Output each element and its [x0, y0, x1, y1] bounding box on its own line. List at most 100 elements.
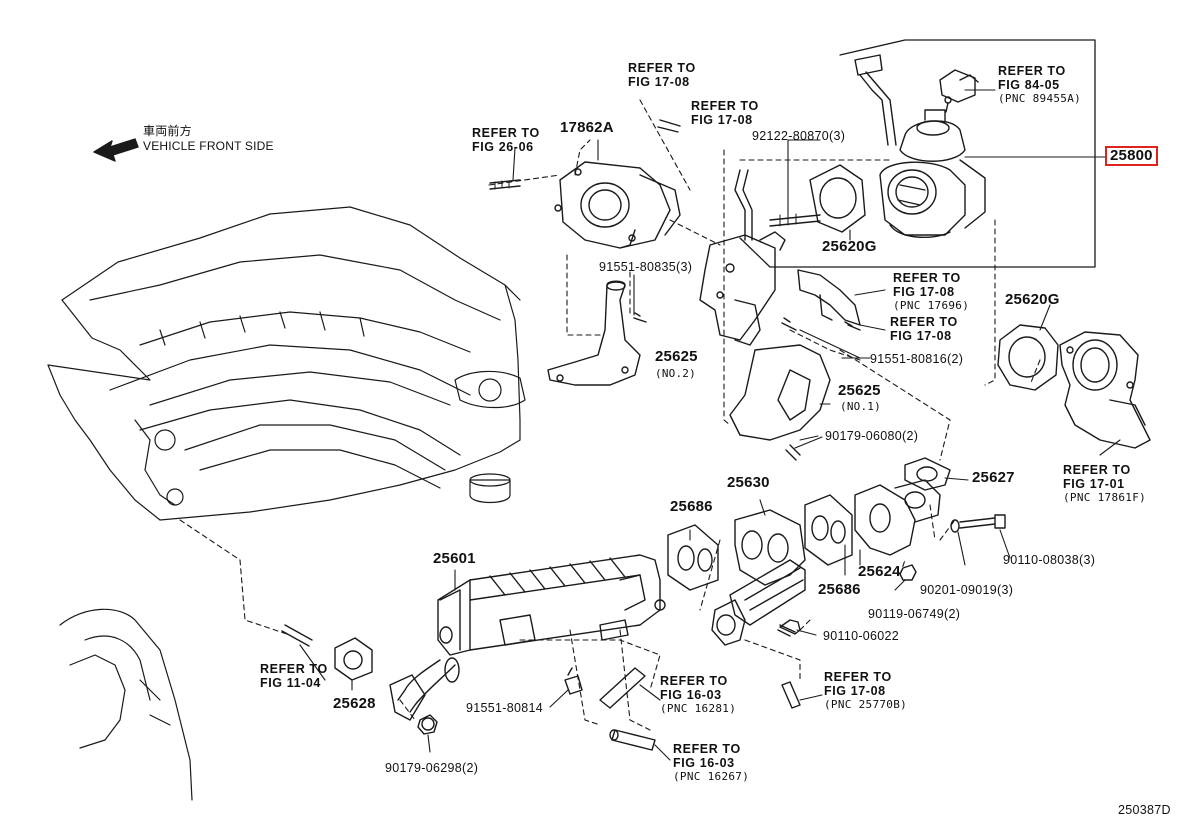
pipe-25770b [781, 681, 801, 709]
egr-valve-25800 [879, 109, 986, 239]
refer-pnc: (PNC 17861F) [1063, 491, 1147, 504]
refer-line2: FIG 17-08 [628, 75, 690, 89]
refer-fig-17-08-b[interactable]: REFER TO FIG 17-08 [691, 99, 759, 127]
part-label-25625-no2[interactable]: 25625 [655, 348, 698, 365]
part-sub-no1: (NO.1) [840, 400, 881, 413]
refer-line2: FIG 17-08 [691, 113, 753, 127]
refer-fig-16-03-pnc-16281[interactable]: REFER TO FIG 16-03 (PNC 16281) [660, 674, 736, 716]
part-label-25630[interactable]: 25630 [727, 474, 770, 491]
stud-92122 [769, 214, 821, 227]
refer-line1: REFER TO [628, 61, 696, 75]
vehicle-front-label: VEHICLE FRONT SIDE [143, 139, 274, 153]
part-number-91551-80814[interactable]: 91551-80814 [466, 701, 543, 715]
vehicle-front-label-jp: 車両前方 [143, 124, 192, 138]
part-label-25800[interactable]: 25800 [1105, 146, 1158, 166]
bolt-90110-06022 [779, 619, 801, 635]
gasket-25620g-right [997, 324, 1059, 391]
part-label-25620g-right[interactable]: 25620G [1005, 291, 1060, 308]
egr-pipe-17861f [1059, 331, 1151, 449]
throttle-body-17862a [554, 161, 681, 249]
part-number-90179-06080[interactable]: 90179-06080(2) [825, 429, 919, 443]
hose-16267 [609, 729, 656, 751]
hose-16281 [599, 667, 646, 709]
refer-fig-17-08-pnc-25770b[interactable]: REFER TO FIG 17-08 (PNC 25770B) [824, 670, 907, 712]
gasket-25627 [904, 457, 951, 491]
refer-line1: REFER TO [893, 271, 961, 285]
refer-line2: FIG 16-03 [673, 756, 735, 770]
part-label-25686-lower[interactable]: 25686 [818, 581, 861, 598]
part-label-25628[interactable]: 25628 [333, 695, 376, 712]
refer-pnc: (PNC 16267) [673, 770, 750, 783]
vacuum-hose [854, 54, 897, 146]
nut-90179-06298 [417, 714, 438, 735]
bolt-91551-80814 [564, 667, 583, 695]
refer-line1: REFER TO [673, 742, 741, 756]
gasket-25686-right [804, 494, 853, 566]
bracket-25625-no1 [729, 344, 831, 461]
pipe-17-08 [657, 119, 681, 133]
figure-number: 250387D [1118, 803, 1171, 817]
refer-fig-26-06[interactable]: REFER TO FIG 26-06 [472, 126, 540, 154]
refer-fig-17-01[interactable]: REFER TO FIG 17-01 (PNC 17861F) [1063, 463, 1146, 505]
refer-fig-17-08-pnc-17696[interactable]: REFER TO FIG 17-08 (PNC 17696) [893, 271, 969, 313]
bolt-90110-08038 [959, 514, 1006, 529]
part-label-17862a[interactable]: 17862A [560, 119, 614, 136]
refer-line1: REFER TO [998, 64, 1066, 78]
part-number-90119-06749[interactable]: 90119-06749(2) [868, 607, 961, 621]
refer-line1: REFER TO [472, 126, 540, 140]
part-sub-no2: (NO.2) [655, 367, 696, 380]
refer-line2: FIG 11-04 [260, 676, 321, 690]
refer-fig-17-08-a[interactable]: REFER TO FIG 17-08 [628, 61, 696, 89]
arrow-left-icon [93, 138, 139, 162]
part-number-90201-09019[interactable]: 90201-09019(3) [920, 583, 1014, 597]
gasket-25628 [334, 637, 373, 681]
part-number-90179-06298[interactable]: 90179-06298(2) [385, 761, 479, 775]
refer-line1: REFER TO [1063, 463, 1131, 477]
sensor-component [939, 69, 979, 113]
part-number-90110-08038[interactable]: 90110-08038(3) [1003, 553, 1096, 567]
refer-line2: FIG 16-03 [660, 688, 722, 702]
part-number-91551-80816[interactable]: 91551-80816(2) [870, 352, 964, 366]
refer-fig-11-04[interactable]: REFER TO FIG 11-04 [260, 662, 328, 690]
refer-fig-16-03-pnc-16267[interactable]: REFER TO FIG 16-03 (PNC 16267) [673, 742, 749, 784]
refer-pnc: (PNC 89455A) [998, 92, 1082, 105]
refer-line2: FIG 17-08 [890, 329, 952, 343]
refer-pnc: (PNC 16281) [660, 702, 737, 715]
assembly-box [739, 39, 1096, 268]
part-label-25624[interactable]: 25624 [858, 563, 901, 580]
part-number-90110-06022[interactable]: 90110-06022 [823, 629, 900, 643]
refer-pnc: (PNC 25770B) [824, 698, 908, 711]
refer-line1: REFER TO [824, 670, 892, 684]
refer-pnc: (PNC 17696) [893, 299, 970, 312]
bypass-valve-25630 [711, 509, 806, 646]
dashed-leaders [179, 99, 1041, 731]
part-label-25686[interactable]: 25686 [670, 498, 713, 515]
refer-fig-84-05[interactable]: REFER TO FIG 84-05 (PNC 89455A) [998, 64, 1081, 106]
refer-line2: FIG 17-01 [1063, 477, 1125, 491]
refer-line2: FIG 26-06 [472, 140, 534, 154]
bolt-91551-80816 [781, 317, 861, 331]
refer-line1: REFER TO [660, 674, 728, 688]
part-number-92122[interactable]: 92122-80870(3) [752, 129, 846, 143]
stud-11-04 [281, 624, 313, 647]
bracket-17696 [797, 269, 861, 326]
refer-line1: REFER TO [890, 315, 958, 329]
part-label-25625-no1[interactable]: 25625 [838, 382, 881, 399]
egr-cooler-25601 [437, 554, 666, 656]
refer-line2: FIG 84-05 [998, 78, 1060, 92]
engine-block [47, 206, 526, 801]
bracket-assembly [699, 169, 786, 346]
cooler-pipe [389, 657, 460, 731]
refer-line1: REFER TO [260, 662, 328, 676]
part-number-91551-80835[interactable]: 91551-80835(3) [599, 260, 693, 274]
part-label-25627[interactable]: 25627 [972, 469, 1015, 486]
refer-fig-17-08-c[interactable]: REFER TO FIG 17-08 [890, 315, 958, 343]
solid-leaders [299, 89, 1121, 761]
part-label-25601[interactable]: 25601 [433, 550, 476, 567]
nut-90119 [899, 564, 917, 581]
gasket-25686-left [667, 524, 719, 591]
bracket-25625-no2 [547, 280, 647, 386]
part-label-25620g[interactable]: 25620G [822, 238, 877, 255]
